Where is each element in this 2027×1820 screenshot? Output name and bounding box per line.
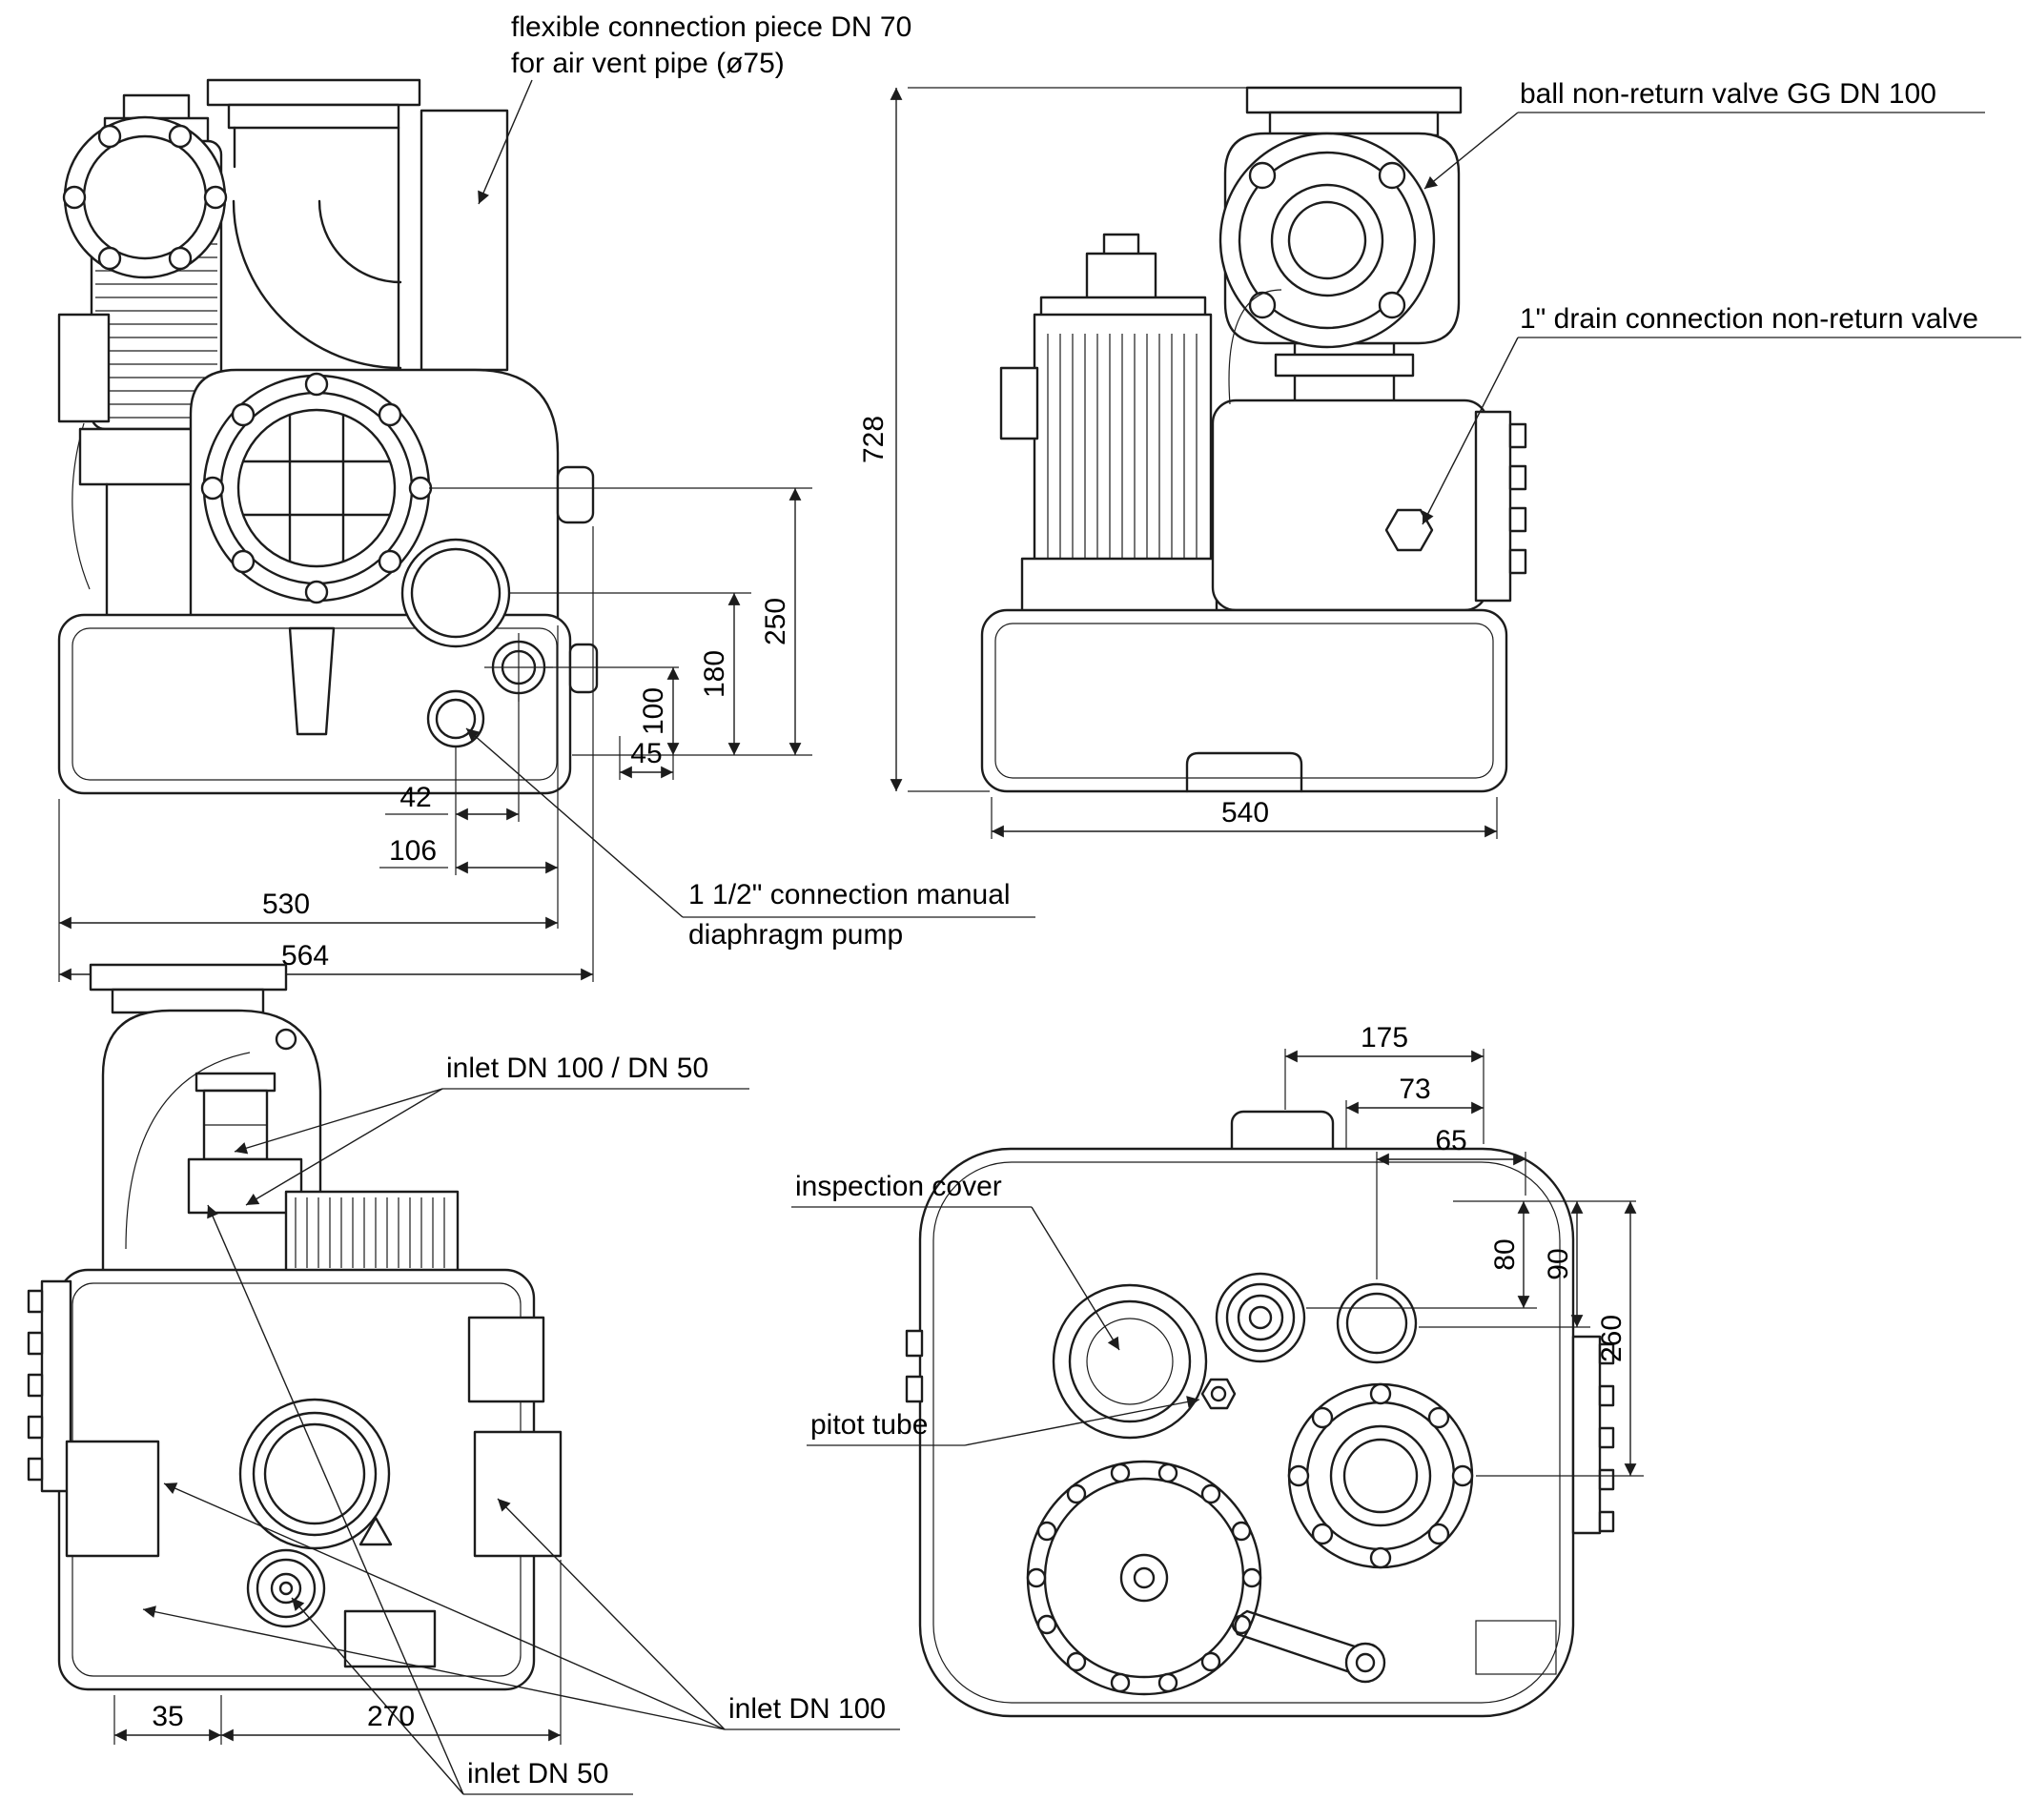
- top-annotations: 175 73 65 80 90 260 inspection cover pit…: [791, 1022, 1644, 1477]
- label-inlet-dn100-dn50: inlet DN 100 / DN 50: [446, 1053, 708, 1084]
- drain-hex-plug: [1384, 508, 1434, 552]
- dim-260: 260: [1596, 1315, 1628, 1362]
- inlet-block-left: [65, 1440, 160, 1558]
- leader-drain-valve: [1422, 337, 1519, 525]
- ball-non-return-valve: [1218, 86, 1463, 349]
- junction-box-top: [1475, 1620, 1557, 1675]
- label-diaphragm-line2: diaphragm pump: [688, 919, 903, 951]
- dim-90: 90: [1543, 1248, 1574, 1279]
- dim-80: 80: [1489, 1238, 1521, 1270]
- label-inlet-dn50: inlet DN 50: [467, 1758, 608, 1789]
- discharge-elbow: [62, 78, 421, 370]
- side-view: 728 540 ball non-return valve GG DN 100 …: [858, 78, 2021, 839]
- label-drain-valve: 1" drain connection non-return valve: [1520, 303, 1978, 335]
- type-plate: [343, 1609, 437, 1668]
- valve-lower-flange: [1274, 353, 1415, 378]
- side-annotations: 728 540 ball non-return valve GG DN 100 …: [858, 78, 2021, 839]
- dim-42: 42: [399, 782, 431, 813]
- front-annotations: 100 180 250 45 42 106 530 564 flexible c…: [58, 11, 1035, 982]
- tank-body-inlet-view: [27, 1268, 563, 1691]
- cable-gland-port: [1336, 1282, 1418, 1364]
- leader-pitot-tube: [964, 1396, 1200, 1446]
- collection-tank-front: [57, 613, 599, 795]
- inlet-block-right-lower: [473, 1430, 563, 1558]
- pipe-flange: [63, 115, 227, 279]
- dim-530: 530: [262, 889, 310, 920]
- flow-arrow-mark: [358, 1516, 393, 1546]
- dim-73: 73: [1399, 1074, 1430, 1105]
- tank-handle: [288, 626, 336, 736]
- inlet-stub-dn50: [187, 1072, 303, 1215]
- dim-35: 35: [152, 1701, 183, 1732]
- dim-540: 540: [1221, 797, 1269, 828]
- dim-250: 250: [760, 598, 791, 645]
- inlet-dn50-port: [246, 1548, 326, 1628]
- dim-65: 65: [1435, 1125, 1466, 1156]
- label-flexible-connection-line1: flexible connection piece DN 70: [511, 11, 911, 43]
- side-stub-lower: [568, 643, 599, 694]
- leader-diaphragm: [465, 727, 684, 918]
- diaphragm-pump-connection: [426, 689, 485, 748]
- dim-45: 45: [630, 738, 662, 769]
- discharge-connection: [400, 538, 511, 648]
- pump-volute-top: [1026, 1460, 1386, 1696]
- label-diaphragm-line1: 1 1/2" connection manual: [688, 879, 1011, 910]
- label-inlet-dn100: inlet DN 100: [728, 1693, 886, 1725]
- leader-ball-valve: [1423, 112, 1519, 190]
- inlet-block-right-upper: [467, 1316, 545, 1403]
- inspection-window: [200, 372, 433, 604]
- front-view: 100 180 250 45 42 106 530 564 flexible c…: [57, 11, 1035, 982]
- motor-side: [999, 233, 1218, 618]
- pump-housing-side: [1211, 289, 1527, 612]
- discharge-flange-top: [1287, 1382, 1474, 1569]
- right-flange-plate-top: [1571, 1335, 1615, 1535]
- inspection-cover: [1052, 1283, 1208, 1440]
- top-view: 175 73 65 80 90 260 inspection cover pit…: [791, 1022, 1644, 1718]
- label-pitot-tube: pitot tube: [810, 1409, 928, 1441]
- inlet-dn100-port: [238, 1398, 391, 1550]
- air-vent-pipe: [420, 109, 509, 372]
- label-flexible-connection-line2: for air vent pipe (ø75): [511, 48, 785, 79]
- dim-100: 100: [638, 687, 669, 735]
- leader-inspection-cover: [1031, 1206, 1120, 1351]
- label-inspection-cover: inspection cover: [795, 1171, 1002, 1202]
- leader-air-vent: [478, 79, 533, 205]
- motor-fins-behind: [284, 1190, 460, 1275]
- dim-564: 564: [281, 940, 329, 971]
- inlet-annotations: inlet DN 100 / DN 50 inlet DN 100 inlet …: [113, 1053, 900, 1795]
- lever-arm: [1234, 1609, 1360, 1674]
- side-stub-upper: [556, 465, 595, 524]
- pitot-tube-hex: [1200, 1378, 1237, 1410]
- dim-175: 175: [1361, 1022, 1408, 1053]
- dim-180: 180: [699, 650, 730, 698]
- label-ball-valve: ball non-return valve GG DN 100: [1520, 78, 1936, 110]
- collection-tank-side: [980, 608, 1508, 793]
- inlet-view: inlet DN 100 / DN 50 inlet DN 100 inlet …: [27, 963, 900, 1795]
- dim-270: 270: [367, 1701, 415, 1732]
- vent-port-top: [1215, 1272, 1306, 1363]
- dim-106: 106: [389, 835, 437, 867]
- dim-728: 728: [858, 416, 890, 463]
